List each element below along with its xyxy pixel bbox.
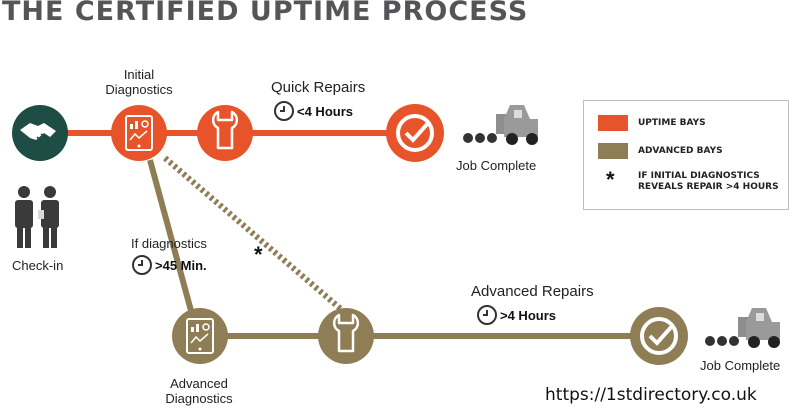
dashed-line — [163, 155, 344, 313]
quick-time-label: <4 Hours — [297, 104, 353, 119]
truck-icon — [463, 105, 538, 145]
people-icon — [15, 186, 59, 248]
legend-uptime-swatch — [598, 115, 628, 131]
diag-time-label: >45 Min. — [155, 258, 207, 273]
legend-note-label: IF INITIAL DIAGNOSTICS REVEALS REPAIR >4… — [638, 171, 779, 192]
legend-uptime-label: UPTIME BAYS — [638, 118, 706, 128]
page-title: THE CERTIFIED UPTIME PROCESS — [2, 0, 529, 27]
legend-advanced-label: ADVANCED BAYS — [638, 146, 723, 156]
wrench-icon — [197, 105, 253, 161]
wrench-icon — [318, 308, 374, 364]
handshake-icon — [12, 105, 68, 161]
advanced-time-label: >4 Hours — [500, 308, 556, 323]
advanced-line-down — [147, 159, 196, 319]
dashed-path-marker: * — [254, 242, 263, 267]
legend-star-icon: * — [606, 167, 615, 192]
truck-icon — [705, 308, 780, 348]
clock-icon — [477, 305, 497, 325]
advanced-diagnostics-label: Advanced Diagnostics — [165, 376, 233, 406]
tablet-icon — [172, 308, 228, 364]
initial-diagnostics-label: Initial Diagnostics — [105, 67, 173, 97]
check-badge-icon — [630, 307, 688, 365]
check-badge-icon — [386, 104, 444, 162]
quick-repairs-label: Quick Repairs — [271, 79, 366, 96]
watermark: https://1stdirectory.co.uk — [545, 385, 757, 405]
job-complete-label-1: Job Complete — [456, 158, 537, 173]
if-diagnostics-label: If diagnostics — [131, 236, 207, 251]
job-complete-label-2: Job Complete — [700, 358, 781, 373]
clock-icon — [132, 255, 152, 275]
legend: UPTIME BAYS ADVANCED BAYS * IF INITIAL D… — [583, 100, 789, 210]
advanced-repairs-label: Advanced Repairs — [471, 283, 594, 300]
checkin-label: Check-in — [12, 258, 64, 273]
clock-icon — [274, 101, 294, 121]
tablet-icon — [111, 105, 167, 161]
legend-advanced-swatch — [598, 143, 628, 159]
